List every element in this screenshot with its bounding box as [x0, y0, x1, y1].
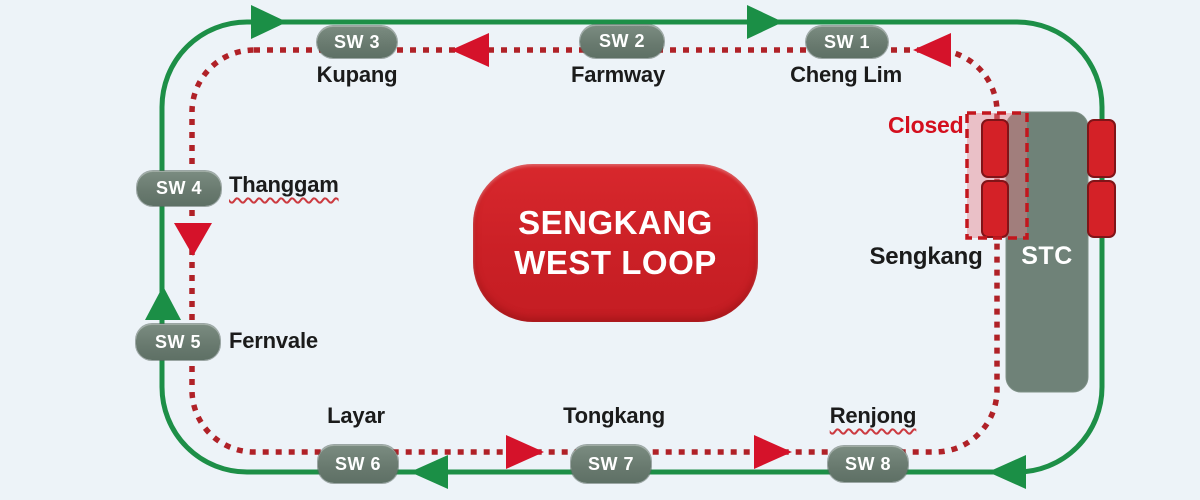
station-label-thanggam: Thanggam: [229, 172, 339, 197]
station-badge-sw4: SW 4: [137, 171, 221, 206]
station-label-kupang: Kupang: [316, 62, 398, 87]
red-arrow-top-right-left: [913, 33, 951, 67]
loop-title-pill: SENGKANG WEST LOOP: [473, 164, 758, 322]
red-arrow-bottom-right-right: [754, 435, 792, 469]
closed-area-dashed-border: [965, 111, 1029, 240]
station-label-fernvale: Fernvale: [229, 328, 318, 353]
station-badge-sw7: SW 7: [571, 445, 651, 483]
loop-title-line1: SENGKANG: [518, 204, 713, 241]
loop-title-line2: WEST LOOP: [514, 244, 717, 281]
red-arrow-bottom-left-right: [506, 435, 544, 469]
open-platform-upper: [1087, 119, 1116, 178]
station-badge-sw5: SW 5: [136, 324, 220, 360]
green-arrow-bottom-right-left: [988, 455, 1026, 489]
green-arrow-left-up: [145, 286, 181, 320]
terminal-label-sengkang: Sengkang: [869, 243, 983, 270]
station-label-renjong: Renjong: [829, 403, 917, 428]
green-arrow-top-right-right: [747, 5, 783, 39]
green-arrow-top-left-right: [251, 5, 287, 39]
green-arrow-bottom-left: [410, 455, 448, 489]
station-label-layar: Layar: [327, 403, 385, 428]
station-label-farmway: Farmway: [571, 62, 665, 87]
station-badge-sw6: SW 6: [318, 445, 398, 483]
station-label-cheng-lim: Cheng Lim: [790, 62, 902, 87]
terminal-label-stc: STC: [1021, 242, 1073, 270]
station-badge-sw1: SW 1: [806, 26, 888, 58]
closed-platform-lower: [981, 180, 1009, 238]
station-label-tongkang: Tongkang: [563, 403, 665, 428]
station-badge-sw8: SW 8: [828, 446, 908, 482]
open-platform-lower: [1087, 180, 1116, 238]
station-badge-sw2: SW 2: [580, 25, 664, 58]
closed-platform-upper: [981, 119, 1009, 178]
red-arrow-top-left: [451, 33, 489, 67]
red-arrow-left-down: [174, 223, 212, 256]
station-badge-sw3: SW 3: [317, 26, 397, 58]
closed-status-label: Closed: [888, 112, 964, 138]
